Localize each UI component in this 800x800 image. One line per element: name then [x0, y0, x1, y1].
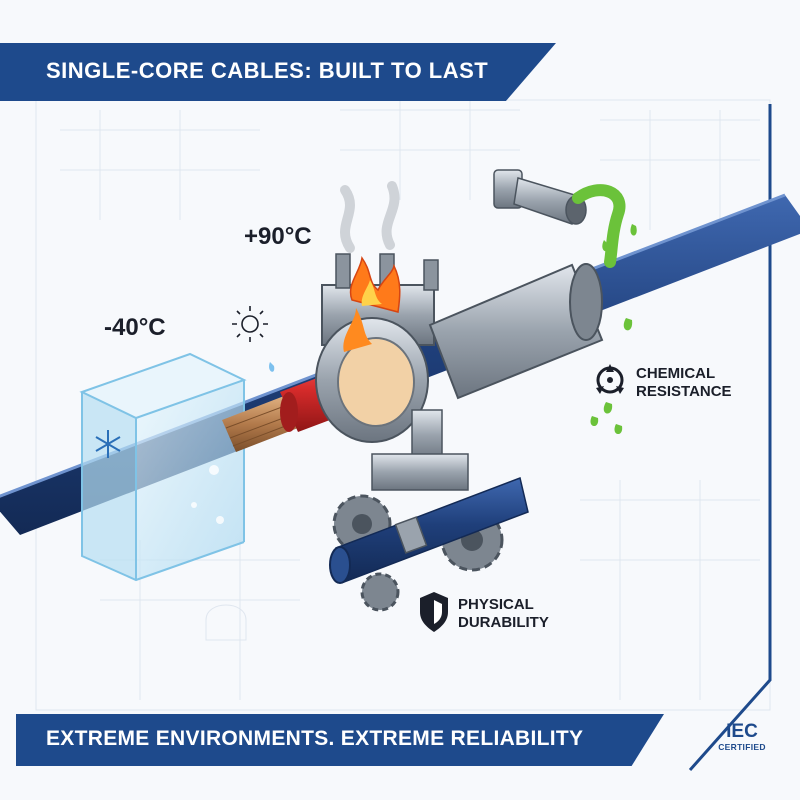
- gear-assembly: [329, 476, 529, 612]
- sun-icon: [232, 306, 268, 342]
- physical-durability-label: PHYSICAL DURABILITY: [458, 596, 549, 632]
- heat-chamber: [315, 253, 469, 491]
- chemical-line2: RESISTANCE: [636, 383, 732, 400]
- cert-mark: IEC: [726, 721, 758, 742]
- snowflake-icon: [95, 430, 121, 458]
- biohazard-icon: [596, 364, 624, 394]
- certification-badge: IEC CERTIFIED: [712, 721, 772, 753]
- page-title: SINGLE-CORE CABLES: BUILT TO LAST: [46, 58, 489, 83]
- frame-line: [688, 104, 772, 771]
- steam: [340, 181, 400, 253]
- ice-block: [79, 352, 247, 582]
- tagline: EXTREME ENVIRONMENTS. EXTREME RELIABILIT…: [46, 727, 584, 750]
- copper-conductor: [222, 396, 298, 452]
- cert-sub: CERTIFIED: [718, 742, 766, 752]
- steel-sleeve: [428, 263, 604, 400]
- physical-line2: DURABILITY: [458, 614, 549, 631]
- chemical-pipe: [493, 169, 637, 435]
- chemical-line1: CHEMICAL: [636, 365, 716, 382]
- chemical-resistance-label: CHEMICAL RESISTANCE: [636, 365, 732, 401]
- cold-temperature-label: -40°C: [104, 314, 166, 341]
- tagline-banner: [16, 714, 664, 766]
- physical-line1: PHYSICAL: [458, 596, 534, 613]
- title-banner: [0, 43, 556, 101]
- hot-temperature-label: +90°C: [244, 223, 312, 250]
